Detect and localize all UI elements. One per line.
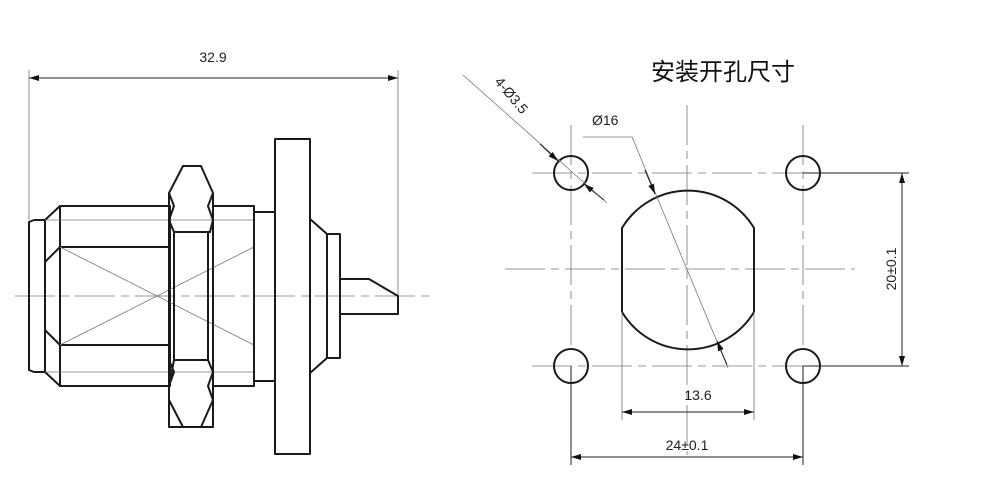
- hex-nut: [168, 165, 214, 428]
- hole-leader-line: [462, 74, 608, 204]
- chamfer-line: [44, 246, 61, 263]
- mounting-flange: [274, 138, 311, 455]
- mounting-cutout-title: 安装开孔尺寸: [651, 58, 795, 86]
- horizontal-spacing-label: 24±0.1: [666, 437, 709, 453]
- neck: [253, 211, 276, 382]
- diameter-arrow: [716, 340, 728, 366]
- diameter-leader-line: [583, 136, 729, 369]
- connector-side-view: 32.9: [15, 49, 430, 455]
- hole-arrow: [539, 143, 559, 162]
- contact-pin: [339, 278, 399, 315]
- mounting-hole-top-left: [553, 155, 589, 191]
- chamfer-line: [44, 329, 61, 346]
- vertical-spacing-label: 20±0.1: [883, 247, 899, 290]
- double-d-cutout: [621, 189, 755, 351]
- cutout-diameter-label: Ø16: [592, 112, 619, 128]
- mounting-cutout-view: 安装开孔尺寸 4-Ø3.5 Ø16 13.6 24±0: [462, 58, 909, 465]
- flat-diagonal: [59, 246, 255, 346]
- hole-arrow: [583, 183, 605, 201]
- overall-length-label: 32.9: [199, 49, 226, 65]
- hole-callout-label: 4-Ø3.5: [492, 74, 532, 117]
- flat-width-label: 13.6: [684, 387, 711, 403]
- diameter-arrow: [644, 169, 656, 195]
